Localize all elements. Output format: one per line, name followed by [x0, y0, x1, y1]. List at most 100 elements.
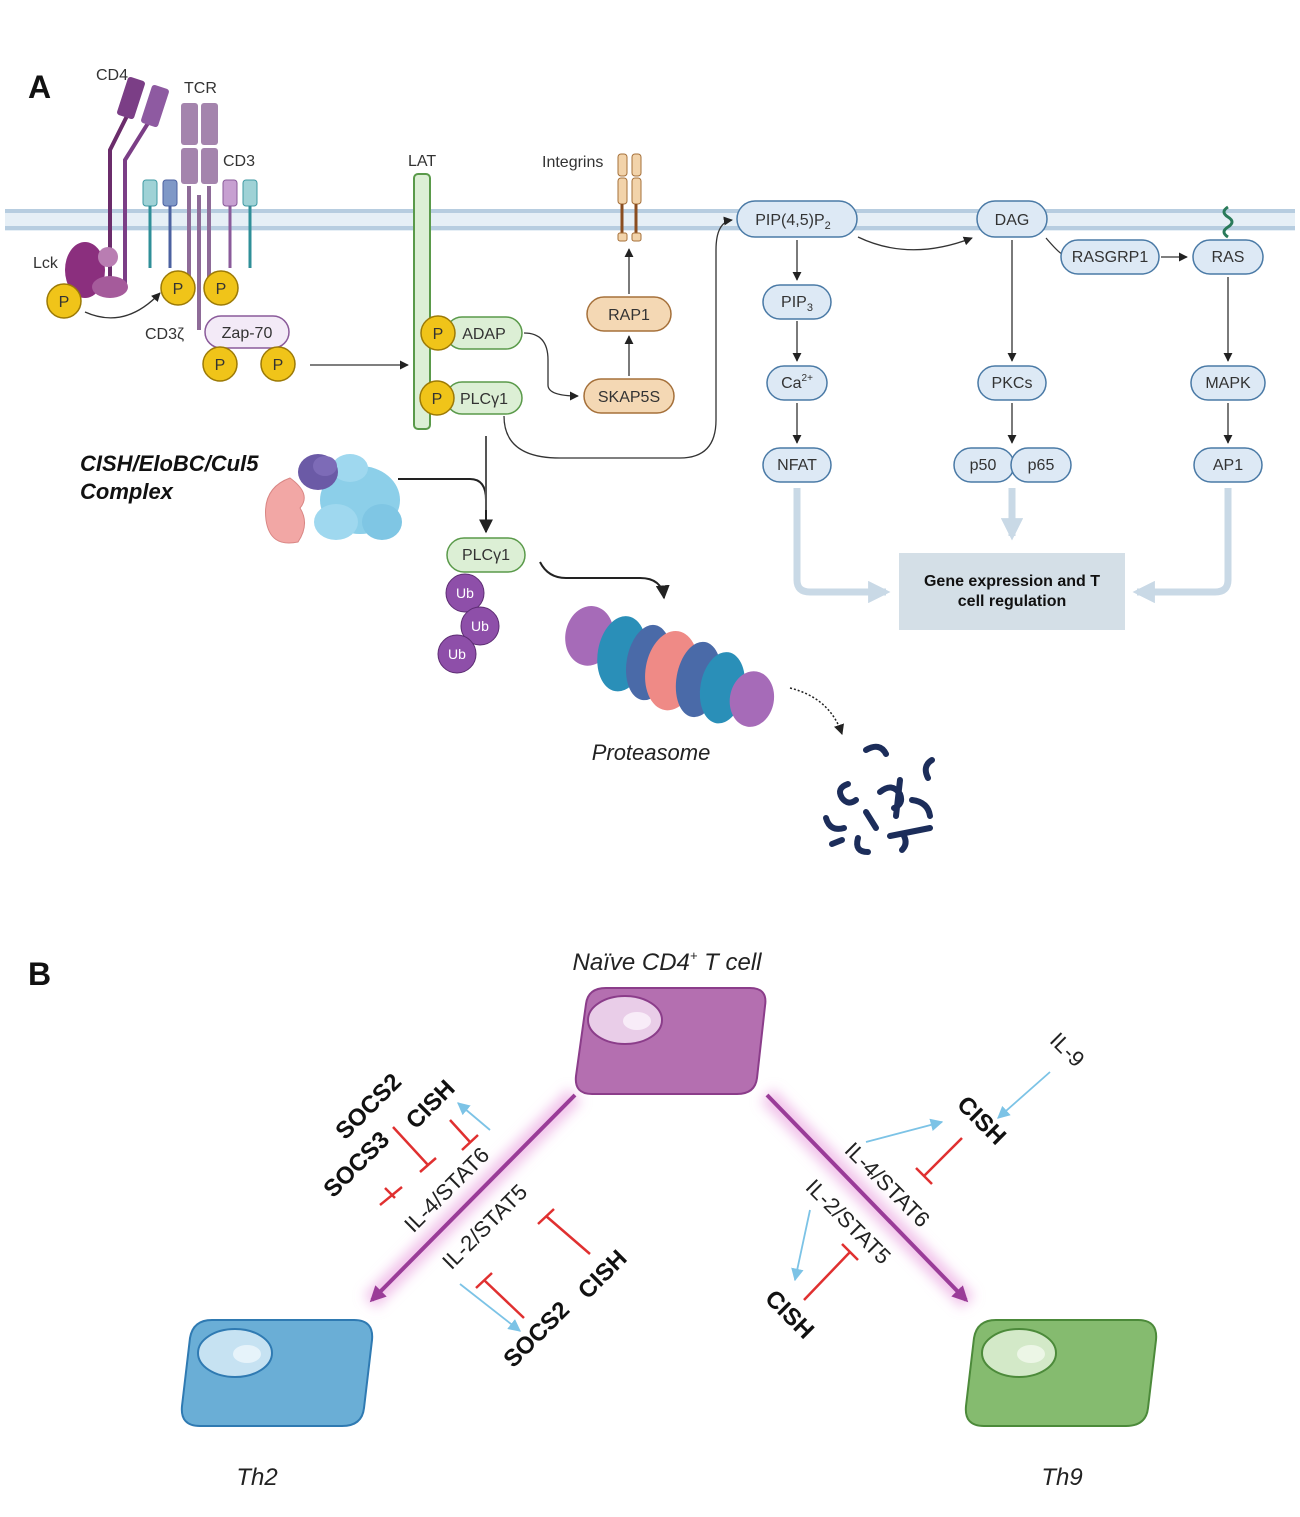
complex-to-plcg1-arrow: [398, 478, 493, 534]
cd3-receptor: [142, 179, 258, 268]
phospho-group-zap70-1: P: [202, 346, 238, 382]
panel-label-b: B: [28, 956, 51, 992]
adap-label: ADAP: [462, 326, 506, 343]
phospho-group-zap70-2: P: [260, 346, 296, 382]
complex-label-line1: CISH/EloBC/Cul5: [80, 451, 259, 476]
p65-label: p65: [1028, 457, 1055, 474]
cd4-label: CD4: [96, 67, 128, 84]
right-inhibition-marks: [803, 1137, 963, 1301]
phospho-group-cd3z-1: P: [160, 270, 196, 306]
proteasome-label: Proteasome: [592, 740, 711, 765]
pip2-label: PIP(4,5)P2: [755, 212, 830, 232]
svg-text:P: P: [432, 391, 443, 408]
nfat-to-gene-arrow: [793, 488, 891, 604]
gene-expression-box: [899, 553, 1125, 630]
naive-cd4-cell: [574, 987, 767, 1095]
nfat-label: NFAT: [777, 457, 817, 474]
ras-label: RAS: [1212, 249, 1245, 266]
svg-text:P: P: [173, 281, 184, 298]
rasgrp1-node: [1060, 239, 1160, 275]
p65-node: [1010, 447, 1072, 483]
cish-complex-icon: [265, 454, 402, 544]
th2-label: Th2: [236, 1464, 277, 1491]
lat-adaptor: [413, 173, 431, 430]
peptide-fragments-icon: [823, 743, 935, 855]
th2-cell: [180, 1319, 374, 1427]
gene-expression-line2: cell regulation: [958, 593, 1066, 610]
svg-text:Ub: Ub: [456, 585, 474, 601]
dag-to-rasgrp1-line: [1045, 237, 1063, 255]
rap1-label: RAP1: [608, 307, 650, 324]
left-socs3-label: SOCS3: [318, 1126, 395, 1203]
svg-text:Ub: Ub: [471, 618, 489, 634]
pip2-to-dag-arrow: [857, 236, 973, 251]
pip2-node: [736, 200, 858, 238]
skap5s-node: [583, 378, 675, 414]
svg-text:P: P: [215, 357, 226, 374]
ca-node: [766, 365, 828, 401]
ca-label: Ca2+: [781, 373, 813, 392]
right-activation-arrows: [791, 1071, 1051, 1282]
pip3-label: PIP3: [781, 294, 813, 314]
left-cish-top-label: CISH: [401, 1075, 461, 1135]
ub-plcg1-node: [446, 537, 526, 573]
p50-label: p50: [970, 457, 997, 474]
pkcs-node: [977, 365, 1047, 401]
th9-label: Th9: [1041, 1464, 1082, 1491]
right-il9-label: IL-9: [1045, 1027, 1089, 1071]
ub-plcg1-label: PLCγ1: [462, 547, 510, 564]
plcg1-to-proteasome-arrow: [539, 561, 670, 600]
svg-text:P: P: [216, 281, 227, 298]
ap1-label: AP1: [1213, 457, 1243, 474]
cd3-label: CD3: [223, 153, 255, 170]
lat-label: LAT: [408, 153, 436, 170]
ras-anchor: [1222, 205, 1234, 239]
cell-membrane: [5, 209, 1295, 231]
ap1-to-gene-arrow: [1132, 488, 1232, 604]
svg-text:P: P: [59, 294, 70, 311]
tcr-label: TCR: [184, 80, 217, 97]
naive-cell-label: Naïve CD4+ T cell: [573, 948, 763, 976]
left-socs2-bottom-label: SOCS2: [498, 1296, 575, 1373]
integrins-label: Integrins: [542, 154, 603, 171]
mapk-node: [1190, 365, 1266, 401]
skap5s-label: SKAP5S: [598, 389, 660, 406]
svg-text:P: P: [273, 357, 284, 374]
pkcs-label: PKCs: [992, 375, 1033, 392]
dag-label: DAG: [995, 212, 1030, 229]
rap1-node: [586, 296, 672, 332]
lck-kinase: [65, 242, 128, 298]
pip3-node: [762, 284, 832, 320]
gene-expression-line1: Gene expression and T: [924, 573, 1100, 590]
dag-node: [976, 200, 1048, 238]
cd4-receptor: [108, 76, 169, 290]
complex-label-line2: Complex: [80, 479, 174, 504]
ap1-node: [1193, 447, 1263, 483]
integrins-receptor: [617, 153, 642, 242]
naive-to-th9-arrow: [760, 1088, 975, 1309]
lck-to-cd3z-arrow: [84, 292, 161, 319]
left-activation-arrows: [457, 1102, 521, 1332]
rasgrp1-label: RASGRP1: [1072, 249, 1149, 266]
phospho-group-plcg1: P: [419, 380, 455, 416]
ubiquitin-chain: Ub Ub Ub: [437, 573, 500, 674]
svg-text:P: P: [433, 326, 444, 343]
naive-to-th2-arrow: [363, 1088, 582, 1309]
svg-text:Ub: Ub: [448, 646, 466, 662]
plcg1-label: PLCγ1: [460, 391, 508, 408]
left-cish-bottom-label: CISH: [573, 1245, 633, 1305]
proteasome-icon: [565, 606, 775, 727]
plcg1-to-pip2-arrow: [503, 216, 733, 459]
zap70-node: [204, 315, 290, 349]
proteasome-to-fragments-arrow: [789, 687, 844, 735]
adap-to-skap5s-arrow: [523, 332, 579, 401]
panel-label-a: A: [28, 69, 51, 105]
th9-cell: [964, 1319, 1158, 1427]
phospho-group-adap: P: [420, 315, 456, 351]
cd3z-label: CD3ζ: [145, 326, 184, 343]
phospho-group-cd3z-2: P: [203, 270, 239, 306]
right-cish-top-label: CISH: [951, 1091, 1011, 1151]
ras-node: [1192, 239, 1264, 275]
left-inhibition-marks: [379, 1119, 591, 1319]
